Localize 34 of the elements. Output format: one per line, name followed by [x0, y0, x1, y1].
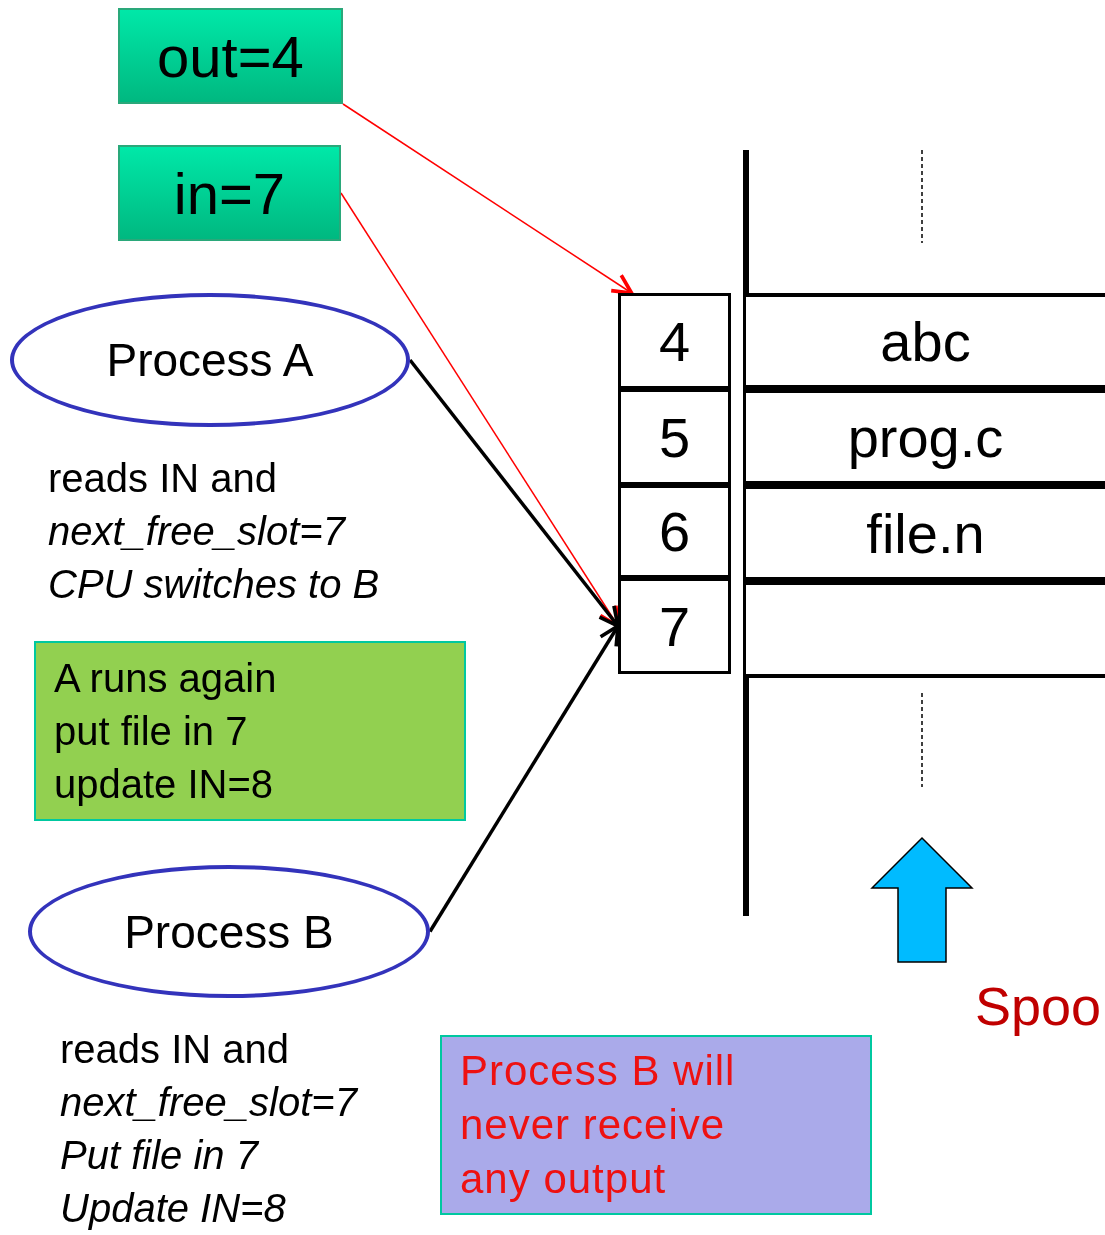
node-label: file.n [866, 500, 985, 566]
empty-row [746, 581, 1105, 678]
slot-number-box [618, 389, 731, 485]
caption-text: Spoo [975, 975, 1102, 1037]
step-note: next_free_slot=7 [48, 508, 347, 555]
slot-number-box [618, 578, 731, 674]
node-label: out=4 [157, 22, 304, 90]
node-label: A runs again put file in 7 update IN=8 [54, 654, 278, 808]
node-label: Process B will never receive any output [460, 1046, 737, 1204]
variable-box [118, 8, 343, 104]
step-note: reads IN and [60, 1026, 291, 1073]
node-label: prog.c [847, 404, 1004, 470]
node-label: 5 [658, 404, 691, 470]
node-label: Process B [124, 904, 334, 959]
node-label: in=7 [173, 159, 286, 227]
step-note: reads IN and [48, 455, 279, 502]
arrow [428, 624, 620, 933]
node-label: 6 [658, 499, 691, 564]
arrow [342, 103, 634, 295]
node-label: abc [880, 308, 971, 374]
step-note: next_free_slot=7 [60, 1079, 357, 1126]
step-note: Put file in 7 [60, 1132, 260, 1179]
slot-number-box [618, 293, 731, 389]
node-label: 4 [658, 308, 691, 374]
note-box [34, 641, 466, 821]
node-label: Process A [106, 333, 314, 387]
directory-row [746, 293, 1105, 389]
variable-box [118, 145, 341, 241]
arrow [408, 358, 620, 628]
note-box [440, 1035, 872, 1215]
node-label: 7 [658, 593, 691, 659]
step-note: Update IN=8 [60, 1185, 287, 1232]
step-note: CPU switches to B [48, 561, 380, 608]
slot-number-box [618, 485, 731, 578]
